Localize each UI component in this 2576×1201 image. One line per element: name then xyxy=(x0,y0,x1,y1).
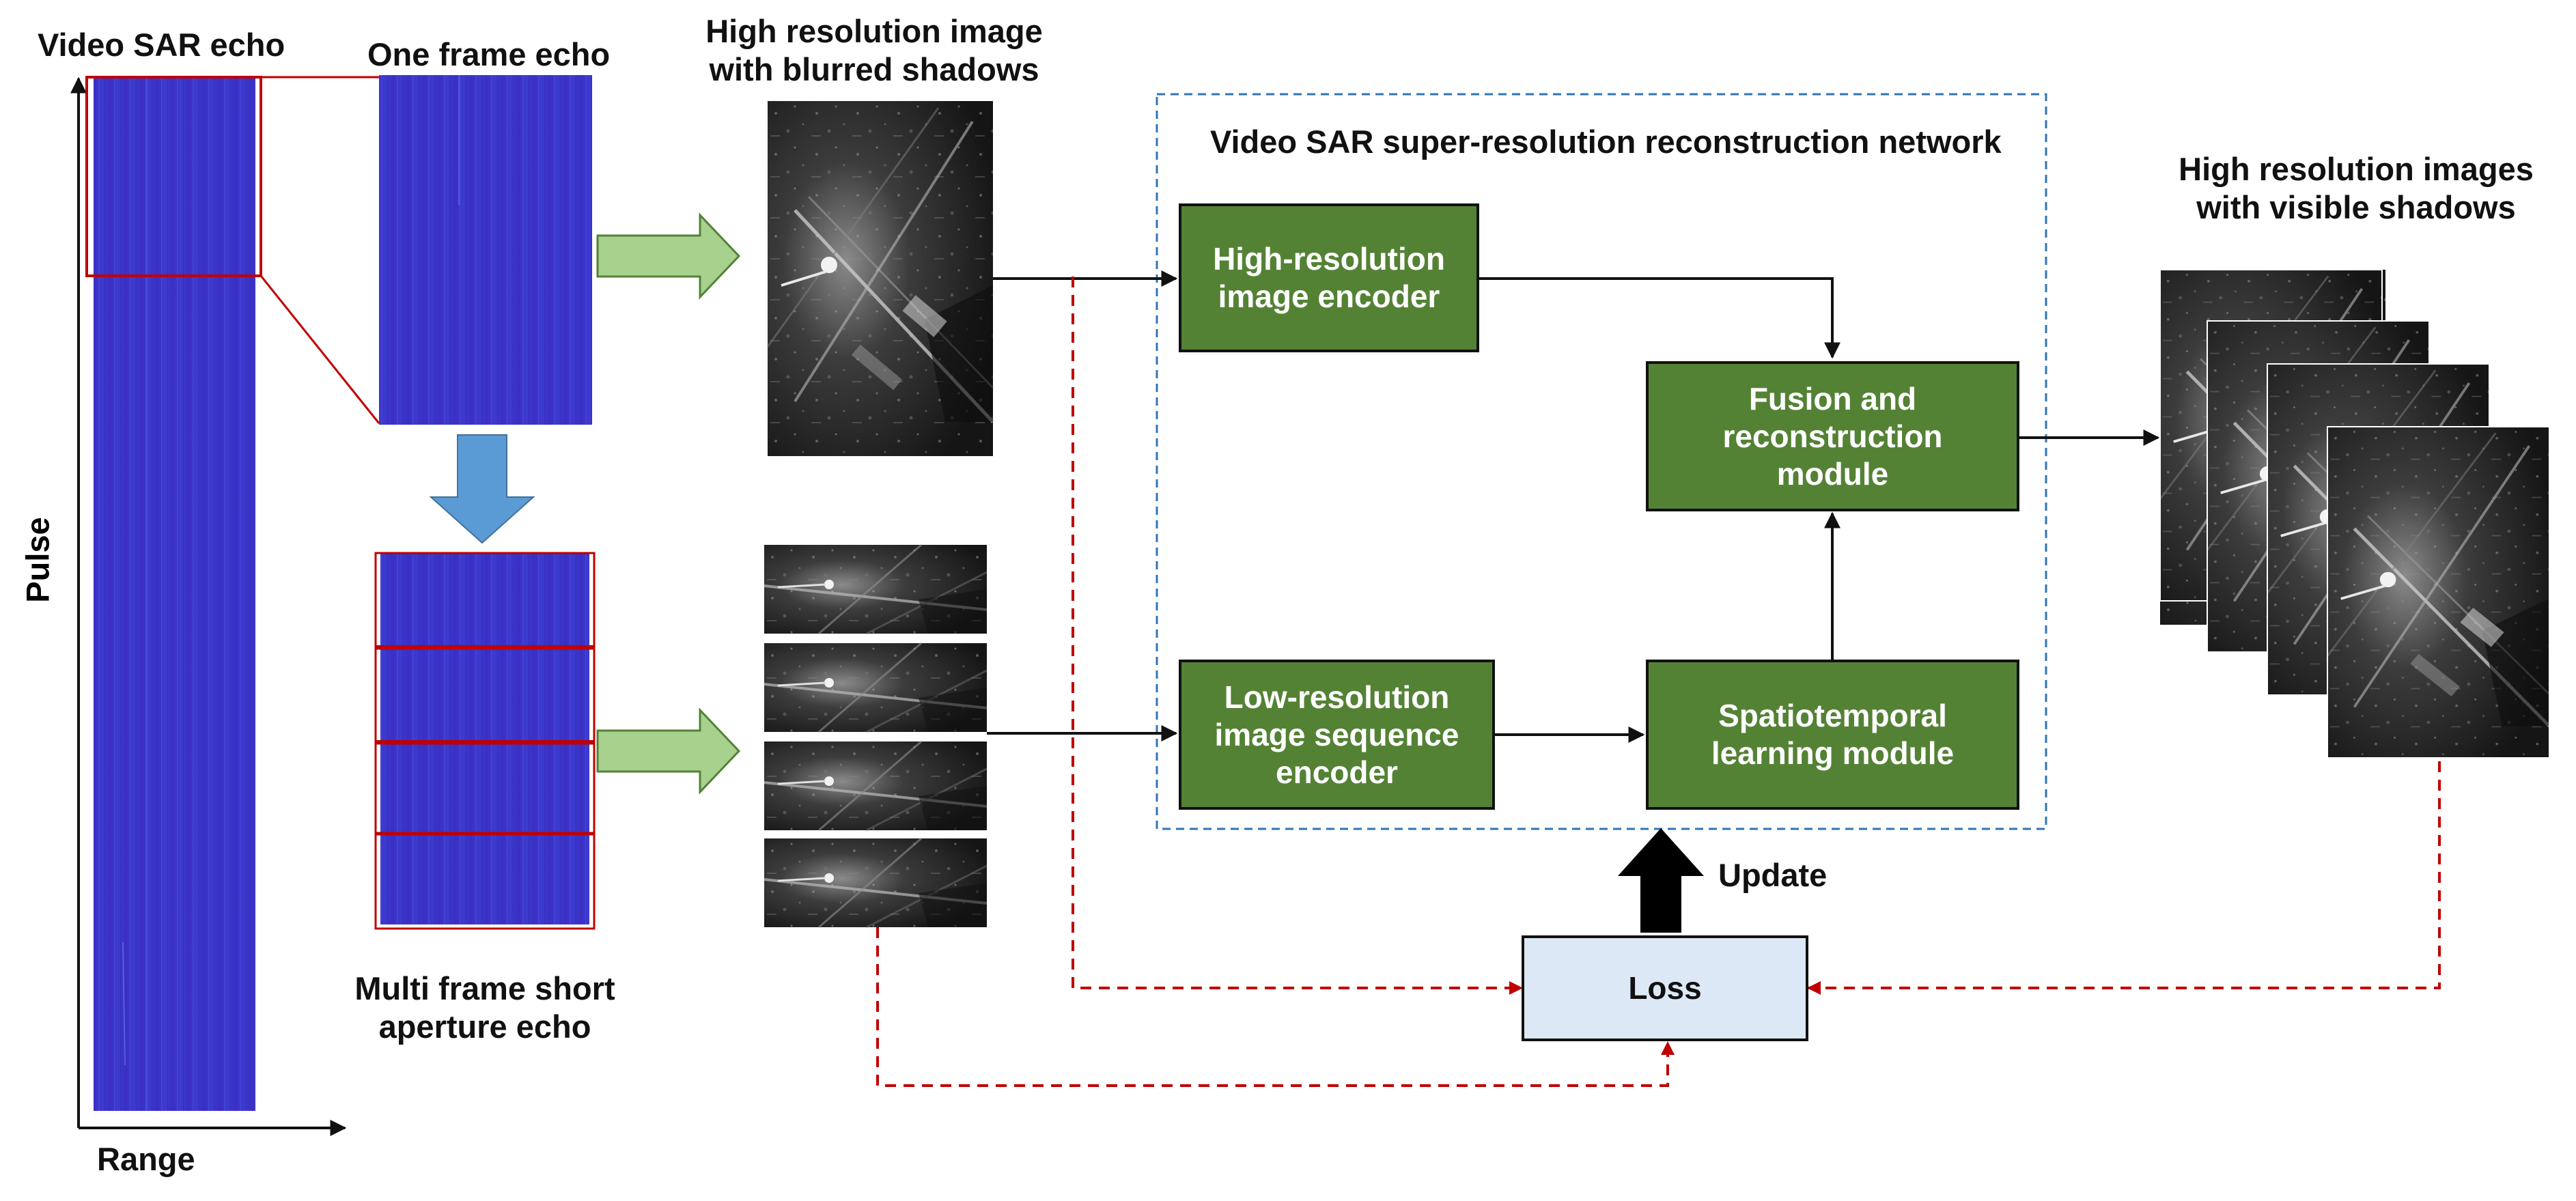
hr-blurred-label-line1: High resolution image xyxy=(705,13,1043,49)
loss-label: Loss xyxy=(1628,970,1702,1006)
range-axis-label: Range xyxy=(97,1141,195,1177)
hr-image-to-loss-dashed xyxy=(1072,277,1523,995)
update-arrow xyxy=(1618,828,1704,933)
lr-encoder-line2: image sequence xyxy=(1214,716,1459,752)
update-label: Update xyxy=(1718,857,1828,893)
lr-frame-1 xyxy=(763,543,988,635)
hr-encoder-to-fusion-arrow xyxy=(1478,277,1840,359)
hr-encoder-line2: image encoder xyxy=(1218,279,1440,314)
fusion-line1: Fusion and xyxy=(1748,380,1917,416)
green-arrow-top xyxy=(596,212,741,300)
blue-down-arrow xyxy=(429,434,535,544)
lr-seq-to-loss-dashed xyxy=(876,927,1675,1087)
lr-encoder-line1: Low-resolution xyxy=(1224,679,1450,715)
loss-module: Loss xyxy=(1522,935,1808,1041)
hr-blurred-image xyxy=(768,101,993,456)
fusion-line2: reconstruction xyxy=(1722,418,1943,454)
network-boundary xyxy=(1156,93,2047,830)
one-frame-echo-label: One frame echo xyxy=(367,36,611,72)
video-sar-echo-label: Video SAR echo xyxy=(38,27,285,63)
multi-frame-label-line1: Multi frame short xyxy=(354,970,615,1006)
multi-frame-echo xyxy=(380,553,589,924)
pulse-axis-label: Pulse xyxy=(19,517,56,603)
lr-frame-2 xyxy=(763,642,988,733)
output-image-stack xyxy=(2160,270,2549,758)
lr-frame-3 xyxy=(763,740,988,832)
echo-frame-highlight xyxy=(85,76,262,277)
lr-encoder-line3: encoder xyxy=(1276,754,1398,790)
lr-frame-4 xyxy=(763,837,988,929)
hr-encoder-line1: High-resolution xyxy=(1213,241,1445,277)
hr-image-encoder-module: High-resolution image encoder xyxy=(1179,203,1479,352)
spatiotemporal-line2: learning module xyxy=(1711,735,1955,771)
green-arrow-bottom xyxy=(596,707,741,795)
one-frame-echo xyxy=(379,75,592,425)
hr-visible-label-line2: with visible shadows xyxy=(2196,189,2516,225)
fusion-line3: module xyxy=(1776,455,1889,492)
spatiotemporal-line1: Spatiotemporal xyxy=(1718,698,1947,733)
output-to-loss-dashed xyxy=(1807,761,2441,995)
network-title: Video SAR super-resolution reconstructio… xyxy=(1210,124,2002,160)
fusion-reconstruction-module: Fusion and reconstruction module xyxy=(1646,361,2019,511)
lr-sequence-encoder-module: Low-resolution image sequence encoder xyxy=(1179,660,1495,810)
hr-blurred-label-line2: with blurred shadows xyxy=(709,51,1039,87)
video-sar-echo-strip xyxy=(94,79,255,1111)
hr-visible-label-line1: High resolution images xyxy=(2179,151,2534,187)
multi-frame-label-line2: aperture echo xyxy=(378,1008,591,1045)
spatiotemporal-learning-module: Spatiotemporal learning module xyxy=(1646,660,2019,810)
